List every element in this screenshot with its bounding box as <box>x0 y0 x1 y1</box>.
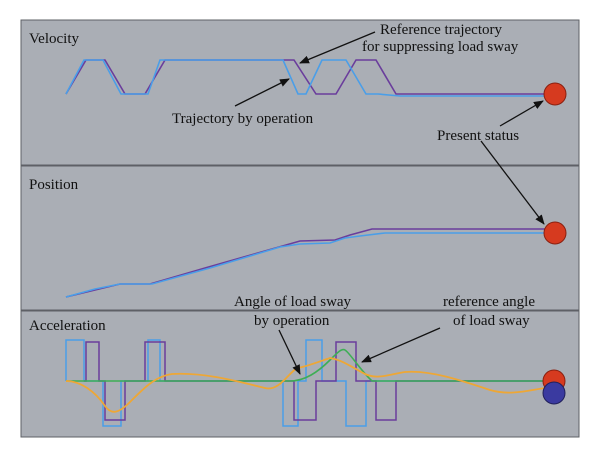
position-present-status-marker <box>543 221 567 245</box>
velocity-present-status-marker <box>543 82 567 106</box>
angle-of-load-sway-label-line2: by operation <box>254 313 330 329</box>
angle-of-load-sway-label-line1: Angle of load sway <box>234 294 352 310</box>
trajectory-by-operation-label: Trajectory by operation <box>172 111 314 127</box>
reference-angle-label-line1: reference angle <box>443 294 535 310</box>
reference-trajectory-label-line2: for suppressing load sway <box>362 39 519 55</box>
position-operation-trajectory <box>65 232 545 298</box>
arrow-reference-trajectory <box>299 31 376 64</box>
velocity-operation-trajectory <box>65 59 545 97</box>
reference-angle-label-line2: of load sway <box>453 313 530 329</box>
velocity-panel <box>20 19 580 166</box>
arrow-present-status-position <box>480 140 545 225</box>
arrow-trajectory-by-operation <box>234 78 290 107</box>
arrow-reference-angle <box>361 327 441 363</box>
arrow-present-status-velocity <box>499 100 544 127</box>
acceleration-label: Acceleration <box>29 318 106 334</box>
position-label: Position <box>29 177 79 193</box>
reference-trajectory-label-line1: Reference trajectory <box>380 22 502 38</box>
present-status-label: Present status <box>437 128 519 144</box>
acceleration-sway-status-marker <box>542 381 566 405</box>
reference-angle-of-load-sway <box>66 348 545 382</box>
arrow-angle-by-operation <box>278 329 301 375</box>
velocity-label: Velocity <box>29 31 79 47</box>
velocity-reference-trajectory <box>65 59 545 95</box>
